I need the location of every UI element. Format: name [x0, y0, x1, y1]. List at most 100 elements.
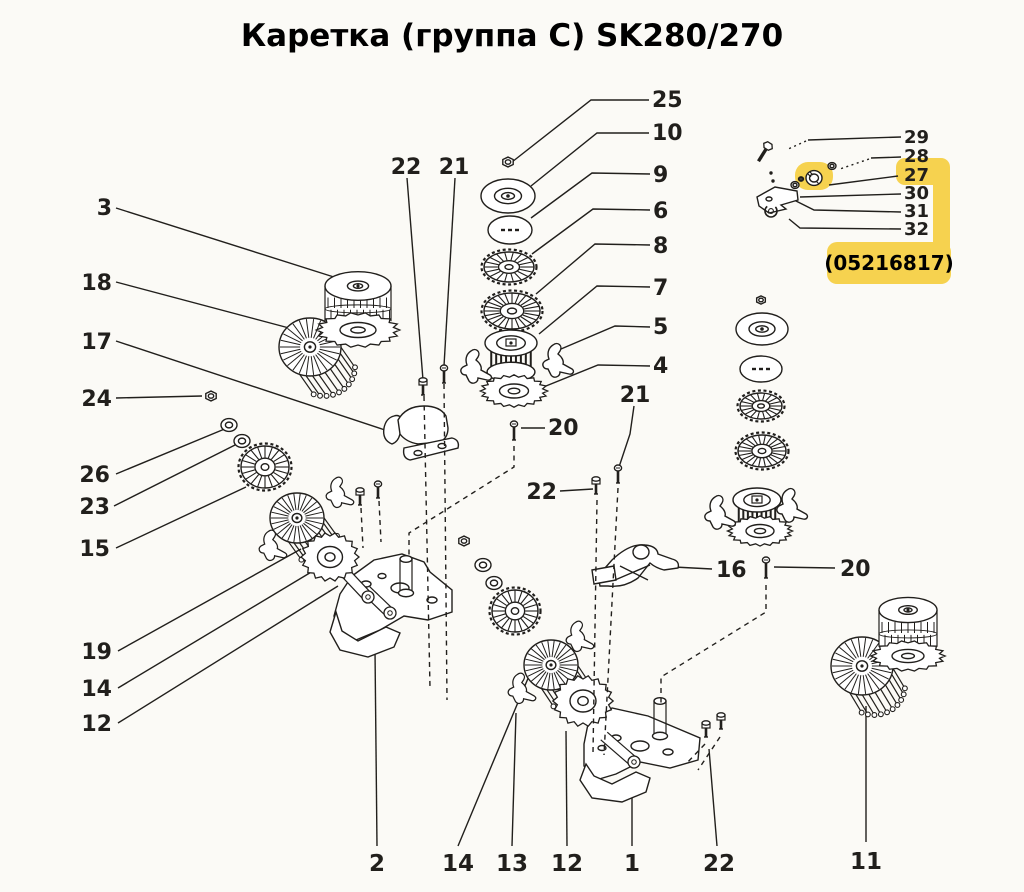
part-line: [768, 456, 779, 464]
part-brush-skirt-dot: [864, 711, 871, 718]
part-shape: [651, 731, 669, 741]
part-label-23: 23: [79, 495, 110, 520]
leader-line-24: [115, 395, 203, 399]
part-line: [315, 354, 328, 371]
part-line: [324, 372, 340, 393]
part-line: [318, 350, 337, 361]
part-line: [270, 449, 280, 460]
part-line: [547, 672, 551, 690]
part-stud-top: [653, 697, 667, 706]
part-line: [280, 339, 301, 346]
part-shape: [701, 720, 711, 726]
part-label-14-bottom: 14: [442, 851, 474, 877]
part-label-7: 7: [653, 276, 668, 301]
part-spring-clip: [258, 529, 288, 562]
part-line: [318, 374, 334, 396]
part-line: [523, 598, 534, 606]
part-line: [772, 452, 786, 457]
part-label-3: 3: [97, 196, 112, 221]
part-line: [522, 314, 537, 321]
part-spring-clip: [325, 476, 355, 509]
part-label-22-mid: 22: [526, 480, 557, 505]
part-shape: [792, 182, 798, 188]
leader-line-d-22-bottom-1: [685, 743, 706, 765]
part-line: [869, 671, 885, 686]
part-label-12: 12: [81, 712, 112, 737]
part-line: [600, 739, 632, 767]
part-line: [874, 691, 888, 713]
part-line: [558, 668, 575, 677]
part-drum-center: [356, 284, 360, 288]
part-line: [271, 519, 289, 525]
part-stud-top: [399, 555, 413, 564]
part-line: [531, 669, 545, 682]
part-line: [496, 616, 507, 624]
part-line: [281, 524, 293, 539]
part-line: [301, 497, 313, 512]
part-line: [491, 297, 504, 306]
leader-line-12: [117, 585, 339, 724]
part-label-20-right: 20: [840, 557, 871, 582]
part-cam-center: [509, 341, 513, 345]
part-line: [270, 474, 280, 485]
part-line: [514, 318, 520, 329]
part-line: [485, 261, 499, 266]
part-label-31: 31: [904, 201, 929, 222]
leader-line-23: [113, 442, 240, 507]
part-line: [489, 256, 501, 264]
leader-line-13: [511, 712, 517, 847]
part-line: [489, 270, 501, 278]
part-line: [762, 393, 766, 401]
part-line: [514, 293, 520, 304]
part-hole: [662, 748, 674, 756]
part-line: [317, 352, 333, 367]
part-spring-clip: [776, 487, 809, 523]
part-line: [497, 295, 507, 305]
leader-line-14-bottom: [457, 675, 530, 847]
leader-line-d-20-left: [408, 446, 515, 557]
part-line: [767, 409, 778, 415]
part-label-4: 4: [653, 354, 668, 379]
part-line: [523, 616, 534, 624]
leader-line-14: [117, 567, 319, 689]
part-shape: [504, 159, 512, 165]
part-line: [559, 666, 577, 672]
part-line: [250, 449, 260, 460]
part-line: [245, 472, 257, 480]
leader-line-d-29: [785, 140, 807, 151]
part-line: [305, 356, 310, 375]
part-line: [293, 493, 297, 511]
part-line: [870, 669, 889, 680]
part-line: [807, 173, 812, 178]
part-line: [558, 653, 575, 662]
part-label-22-top: 22: [391, 155, 422, 180]
part-line: [741, 454, 754, 461]
leader-line-19: [117, 548, 302, 652]
leader-line-d-20-right: [660, 585, 767, 705]
part-line: [297, 525, 301, 543]
part-line: [287, 525, 295, 541]
part-bolt: [757, 141, 773, 163]
part-line: [888, 679, 902, 701]
part-line: [559, 658, 577, 664]
part-spring-clip: [565, 620, 595, 653]
part-line: [303, 522, 317, 535]
part-label-21-mid: 21: [620, 383, 651, 408]
part-label-10: 10: [652, 121, 683, 146]
part-shaft-end-hole: [365, 594, 371, 600]
page-title: Каретка (группа C) SK280/270: [241, 18, 783, 54]
part-spring-clip: [460, 348, 493, 384]
part-line: [287, 541, 302, 561]
part-line: [510, 252, 514, 261]
leader-line-4: [540, 364, 651, 389]
part-line: [524, 305, 540, 310]
part-shape: [504, 263, 514, 271]
part-brush-skirt-dot: [317, 392, 323, 399]
part-line: [770, 441, 783, 448]
part-line: [832, 667, 853, 674]
part-brush-skirt-dot: [330, 391, 336, 398]
part-shape: [591, 476, 601, 482]
part-label-9: 9: [653, 163, 668, 188]
